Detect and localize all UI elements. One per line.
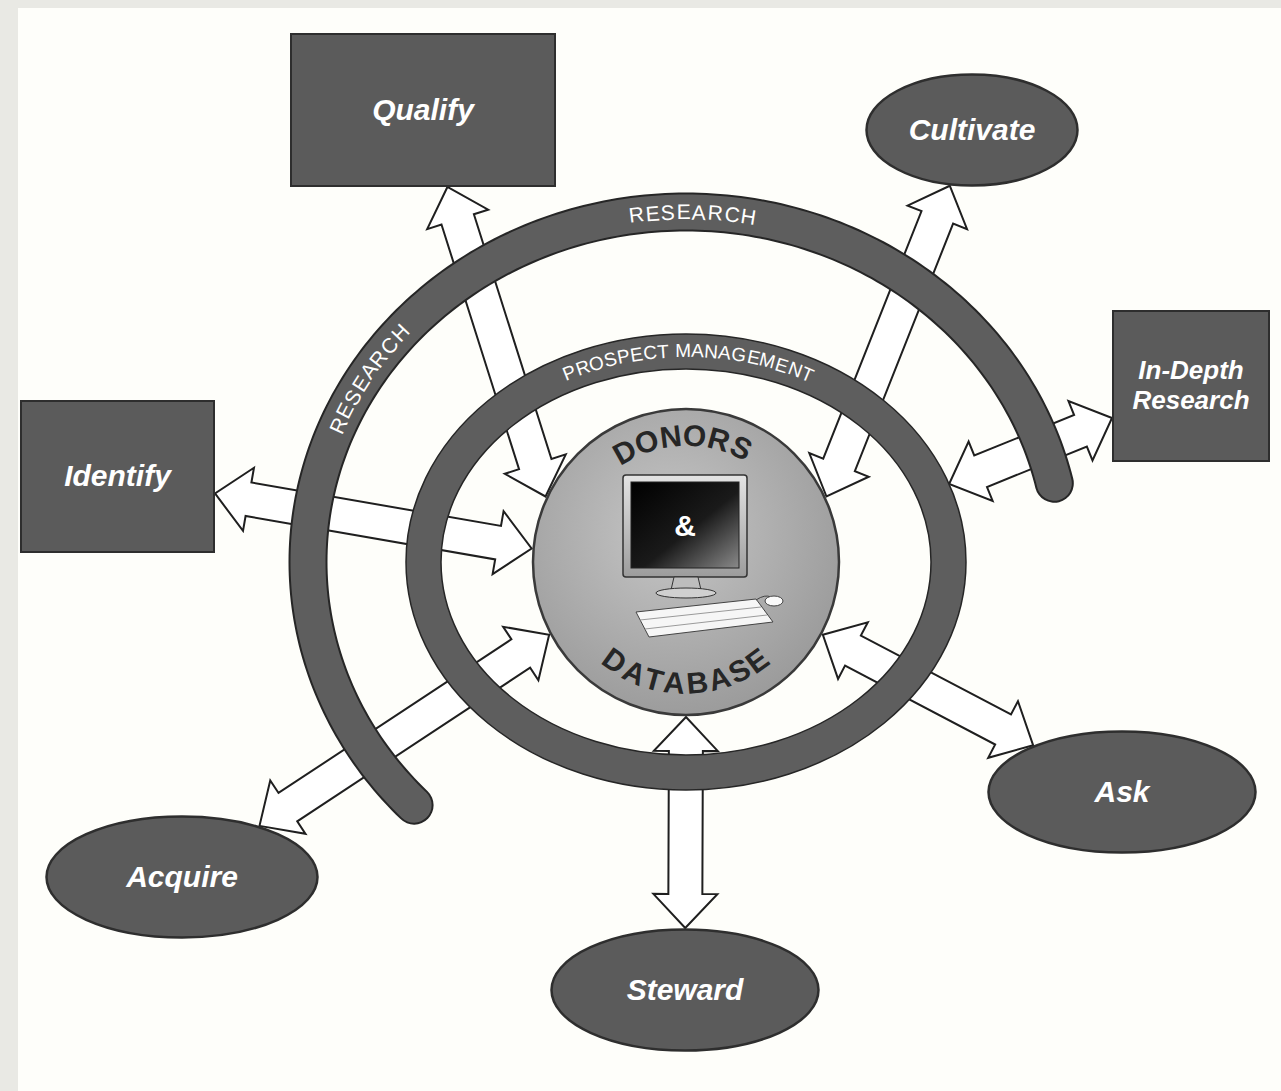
node-label: Qualify — [372, 93, 474, 128]
glyph: N — [657, 418, 685, 457]
node-label: Acquire — [126, 860, 238, 895]
process-ellipse: Acquire — [45, 815, 319, 939]
node-label: Steward — [627, 973, 744, 1008]
double-arrow — [653, 717, 718, 928]
monitor-bezel — [623, 475, 747, 577]
monitor-screen — [631, 482, 739, 568]
circle-label: DONORS — [594, 406, 770, 482]
glyph: A — [691, 340, 705, 363]
ring-shape — [406, 334, 966, 790]
glyph: H — [738, 203, 758, 230]
ellipse-shape — [47, 817, 318, 938]
glyph: N — [703, 341, 719, 365]
arc-outline — [308, 212, 1054, 805]
ellipse-shape — [867, 75, 1078, 186]
band-label: RESEARCH — [317, 312, 421, 447]
ellipse-shape — [552, 930, 819, 1051]
glyph: A — [662, 664, 688, 702]
keyboard — [636, 599, 773, 637]
arc-shape — [308, 212, 1054, 805]
glyph: E — [676, 199, 692, 224]
process-box: In-Depth Research — [1112, 310, 1270, 462]
page-panel — [18, 8, 1281, 1091]
band-label: RESEARCH — [616, 191, 770, 238]
circle-shape — [533, 409, 839, 715]
glyph: E — [644, 200, 662, 226]
process-ellipse: Cultivate — [865, 73, 1079, 187]
process-ellipse: Ask — [987, 730, 1257, 854]
glyph — [669, 340, 676, 363]
node-label: Cultivate — [909, 113, 1036, 148]
donor-database-circle: DONORS & DATABASE — [531, 407, 841, 717]
monitor-base — [656, 588, 716, 598]
glyph: R — [706, 200, 724, 226]
node-label: Identify — [64, 459, 171, 494]
circle-label: & — [674, 509, 696, 542]
glyph: C — [642, 341, 659, 365]
glyph: C — [722, 201, 741, 228]
glyph: M — [675, 340, 692, 363]
glyph: S — [660, 199, 677, 225]
glyph: R — [627, 201, 647, 228]
glyph: T — [656, 341, 670, 365]
node-label: In-Depth Research — [1128, 356, 1254, 416]
band-label: PROSPECT MANAGEMENT — [551, 333, 826, 395]
circle-label: DATABASE — [585, 631, 788, 714]
process-ellipse: Steward — [550, 928, 820, 1052]
ellipse-shape — [989, 732, 1256, 853]
glyph: A — [691, 199, 707, 225]
process-box: Identify — [20, 400, 215, 553]
mouse — [765, 596, 783, 606]
process-box: Qualify — [290, 33, 556, 187]
node-label: Ask — [1094, 775, 1149, 810]
double-arrow — [215, 468, 532, 574]
keyboard-keys — [640, 607, 767, 629]
